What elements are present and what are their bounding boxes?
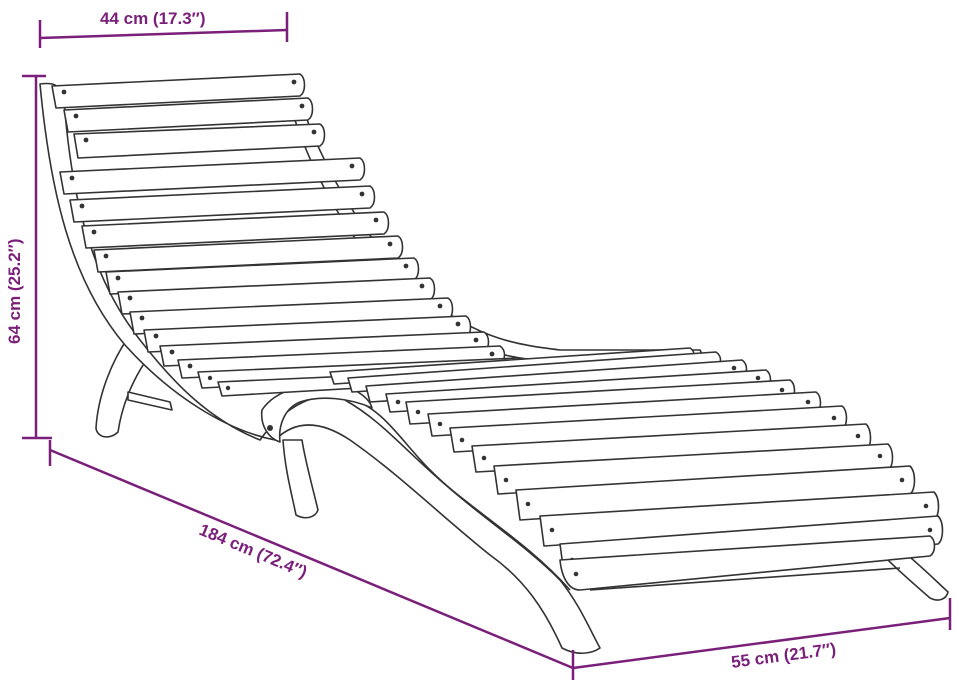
middle-leg bbox=[282, 439, 319, 519]
dimension-length: 184 cm (72.4″) bbox=[48, 440, 575, 680]
dimension-top-width: 44 cm (17.3″) bbox=[38, 9, 289, 48]
back-slats bbox=[51, 73, 535, 397]
frame-depth-line bbox=[344, 399, 571, 591]
sun-lounger-illustration bbox=[39, 73, 949, 655]
seat-slats bbox=[329, 347, 944, 591]
dimension-height: 64 cm (25.2″) bbox=[5, 74, 52, 440]
handle-bolt bbox=[267, 425, 273, 431]
rear-back-leg bbox=[95, 334, 151, 438]
width-top-label: 44 cm (17.3″) bbox=[100, 9, 205, 28]
near-side-frame bbox=[39, 82, 601, 655]
height-label: 64 cm (25.2″) bbox=[5, 239, 24, 344]
dimension-bottom-width: 55 cm (21.7″) bbox=[572, 598, 952, 672]
rear-cross-brace bbox=[127, 391, 173, 411]
frame-depth-line-2 bbox=[589, 567, 901, 591]
